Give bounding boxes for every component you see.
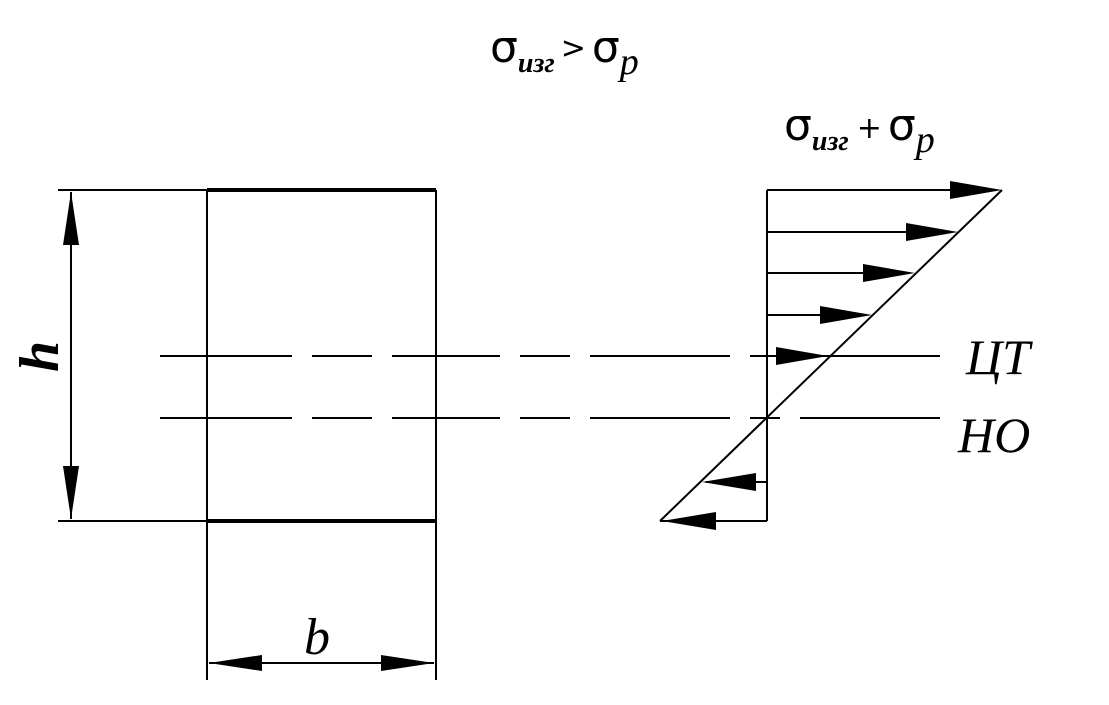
stress-arrow-6-head-icon [702,473,756,491]
stress-arrow-7-head-icon [662,512,716,530]
width-label: b [304,609,330,666]
height-arrow-down-icon [63,466,79,519]
condition-sigma-1: σ [490,22,518,73]
stress-arrow-4-head-icon [820,306,872,324]
height-arrow-up-icon [63,192,79,245]
height-label: h [9,341,71,372]
stress-arrow-1-head-icon [950,181,1002,199]
centroid-axis-label: ЦТ [965,329,1033,385]
stress-distribution-line [659,189,1003,522]
condition-operator: > [561,31,586,66]
sum-operator: + [857,111,882,146]
neutral-axis-label: НО [957,407,1030,463]
condition-subscript-1: изг [518,48,555,79]
condition-subscript-2: p [617,41,639,83]
sum-subscript-2: p [913,119,935,161]
stress-arrow-3-head-icon [863,264,915,282]
sum-sigma-1: σ [784,100,812,151]
sum-formula: σизг+σp [784,100,935,161]
sum-sigma-2: σ [888,100,916,151]
sum-subscript-1: изг [812,126,849,157]
stress-arrow-2-head-icon [906,223,958,241]
condition-sigma-2: σ [592,22,620,73]
width-arrow-right-icon [381,655,434,671]
condition-formula: σизг>σp [490,22,639,83]
stress-arrow-5-head-icon [776,347,828,365]
width-arrow-left-icon [209,655,262,671]
